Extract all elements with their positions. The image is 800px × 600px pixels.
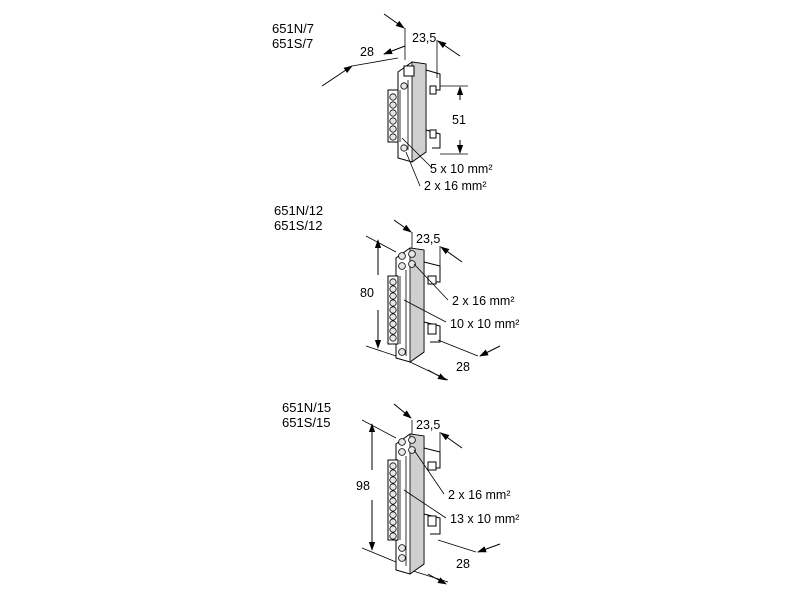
variant-651-12: 651N/12 651S/12 23,5 80 28 [274, 203, 519, 381]
terminal-spec-1: 5 x 10 mm² [430, 162, 493, 176]
height-dimension: 80 [360, 235, 397, 357]
model-label-651n-7: 651N/7 [272, 21, 314, 36]
terminal-callouts: 2 x 16 mm² 13 x 10 mm² [403, 449, 519, 526]
terminal-callouts: 5 x 10 mm² 2 x 16 mm² [401, 137, 493, 193]
dim-depth-value: 23,5 [416, 232, 440, 246]
terminal-spec-1: 2 x 16 mm² [452, 294, 515, 308]
terminal-block-body [387, 433, 441, 575]
dim-height-value: 98 [356, 479, 370, 493]
model-label-651s-15: 651S/15 [282, 415, 330, 430]
terminal-block-body [387, 247, 441, 363]
terminal-callouts: 2 x 16 mm² 10 x 10 mm² [403, 263, 519, 331]
model-label-651s-7: 651S/7 [272, 36, 313, 51]
terminal-spec-1: 2 x 16 mm² [448, 488, 511, 502]
terminal-block-body [387, 61, 441, 163]
height-dimension: 51 [440, 85, 468, 155]
dim-height-value: 80 [360, 286, 374, 300]
terminal-spec-2: 13 x 10 mm² [450, 512, 519, 526]
terminal-spec-2: 10 x 10 mm² [450, 317, 519, 331]
width-dimension: 28 [409, 339, 501, 381]
height-dimension: 98 [356, 419, 397, 563]
dim-height-value: 51 [452, 113, 466, 127]
dim-width-value: 28 [360, 45, 374, 59]
width-dimension: 28 [321, 45, 406, 87]
dim-width-value: 28 [456, 360, 470, 374]
variant-651-15: 651N/15 651S/15 23,5 98 28 [282, 400, 519, 585]
dim-width-value: 28 [456, 557, 470, 571]
terminal-spec-2: 2 x 16 mm² [424, 179, 487, 193]
dim-depth-value: 23,5 [416, 418, 440, 432]
variant-651-7: 651N/7 651S/7 23,5 28 51 [272, 13, 493, 193]
model-label-651n-15: 651N/15 [282, 400, 331, 415]
depth-dimension: 23,5 [393, 403, 463, 460]
dim-depth-value: 23,5 [412, 31, 436, 45]
depth-dimension: 23,5 [383, 13, 461, 78]
width-dimension: 28 [409, 539, 501, 585]
model-label-651s-12: 651S/12 [274, 218, 322, 233]
model-label-651n-12: 651N/12 [274, 203, 323, 218]
